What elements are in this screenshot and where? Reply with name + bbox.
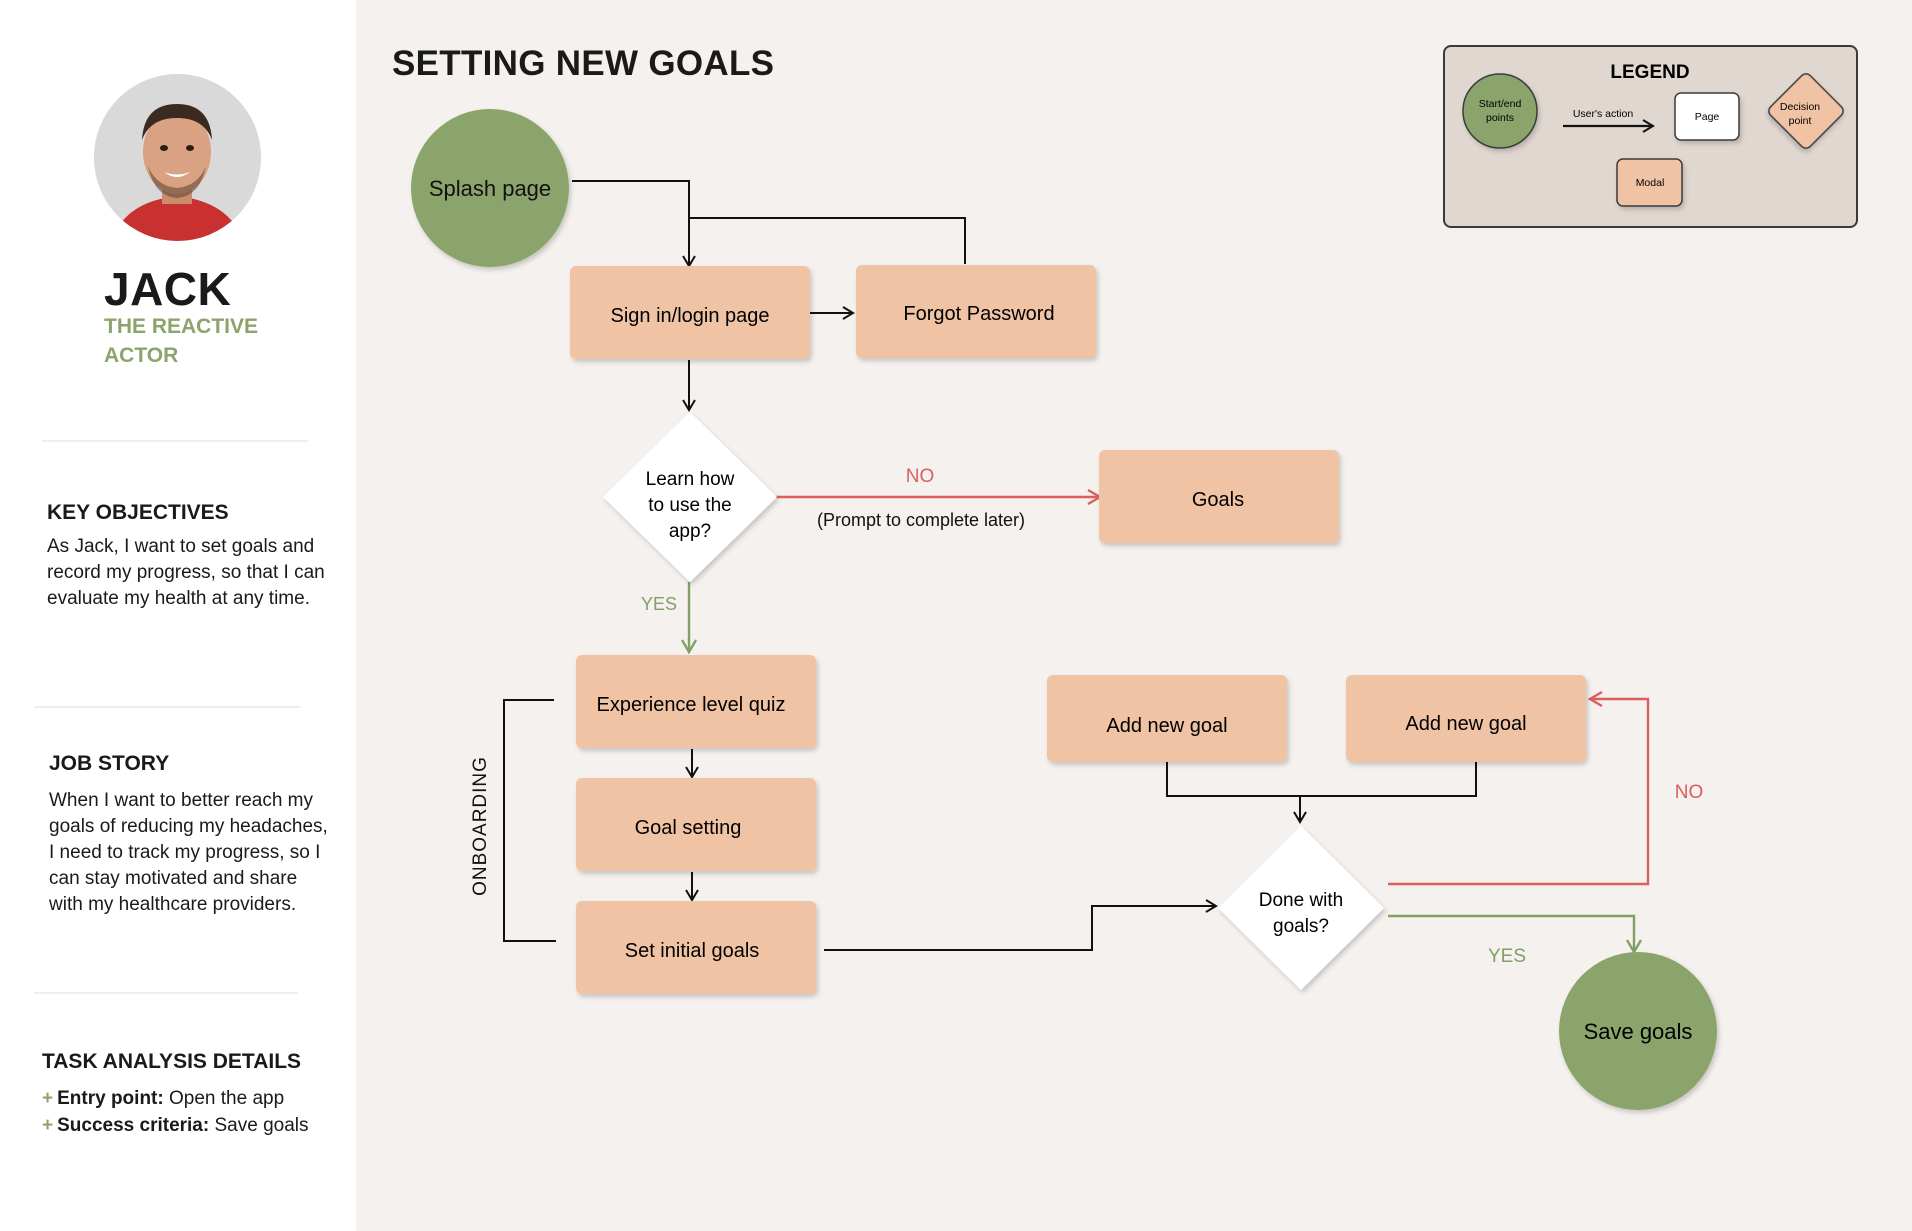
legend-start-end: Start/end points — [1462, 73, 1538, 149]
edge-done-save-yes — [1388, 914, 1634, 952]
legend-label: Start/end — [1479, 98, 1522, 110]
legend-title: LEGEND — [1610, 62, 1689, 83]
node-save-goals: Save goals — [1559, 952, 1717, 1110]
node-signin: Sign in/login page — [570, 266, 810, 359]
edge-splash-signin — [572, 180, 696, 268]
divider — [34, 992, 298, 994]
persona-role: THE REACTIVE ACTOR — [104, 315, 259, 367]
key-objectives-text: As Jack, I want to set goals and record … — [47, 536, 325, 609]
edge-initial-done — [824, 899, 1218, 951]
divider — [42, 440, 308, 442]
job-story-title: JOB STORY — [49, 752, 170, 775]
edge-label-no: NO — [906, 466, 935, 487]
person-icon — [94, 74, 261, 241]
legend-contents: LEGEND Start/end points User's action Pa… — [1462, 62, 1844, 207]
task-item-label: Success criteria: — [57, 1115, 210, 1136]
avatar — [94, 74, 261, 241]
legend-label: User's action — [1573, 108, 1634, 120]
node-splash: Splash page — [411, 109, 569, 267]
task-analysis-title: TASK ANALYSIS DETAILS — [42, 1050, 302, 1073]
node-goals: Goals — [1099, 450, 1339, 543]
node-label: Set initial goals — [625, 940, 760, 962]
task-item-value: Open the app — [169, 1088, 285, 1109]
node-learn-decision: Learn how to use the app? — [603, 412, 777, 582]
plus-icon: + — [42, 1088, 54, 1109]
node-label: to use the — [648, 495, 731, 516]
node-label: Add new goal — [1106, 715, 1227, 737]
node-label: Splash page — [429, 176, 551, 201]
edge-forgot-signin — [689, 217, 966, 264]
divider — [34, 706, 300, 708]
node-done-decision: Done with goals? — [1218, 826, 1384, 990]
legend-label: Modal — [1636, 177, 1665, 189]
connectors — [503, 180, 1477, 951]
onboarding-label: ONBOARDING — [470, 756, 491, 896]
edge-label-yes: YES — [641, 594, 677, 614]
node-label: Experience level quiz — [597, 694, 786, 716]
edge-done-add2-no — [1388, 699, 1650, 886]
node-label: Add new goal — [1405, 713, 1526, 735]
legend-label: points — [1486, 112, 1514, 124]
node-label: Done with — [1259, 890, 1344, 911]
node-label: Goal setting — [635, 817, 742, 839]
legend-decision: Decision point — [1768, 73, 1844, 149]
legend-label: Page — [1695, 111, 1720, 123]
edge-label-no: NO — [1675, 782, 1704, 803]
node-label: Save goals — [1584, 1019, 1693, 1044]
onboarding-bracket — [503, 699, 556, 942]
edge-label-prompt: (Prompt to complete later) — [817, 510, 1025, 530]
legend-page: Page — [1674, 92, 1740, 141]
legend-user-action: User's action — [1563, 108, 1655, 133]
legend-modal: Modal — [1616, 158, 1683, 207]
node-forgot: Forgot Password — [856, 265, 1096, 358]
edge-add1-merge — [1166, 762, 1477, 797]
task-item-success: +Success criteria: Save goals — [42, 1113, 319, 1139]
key-objectives-title: KEY OBJECTIVES — [47, 501, 229, 524]
job-story-text: When I want to better reach my goals of … — [49, 790, 328, 915]
edge-label-yes: YES — [1488, 946, 1526, 967]
task-item-entry: +Entry point: Open the app — [42, 1086, 322, 1112]
node-label: Learn how — [646, 469, 735, 490]
task-item-label: Entry point: — [57, 1088, 164, 1109]
node-label: Forgot Password — [903, 303, 1054, 325]
node-label: Goals — [1192, 489, 1244, 511]
persona-name: JACK — [104, 263, 232, 315]
legend-label: point — [1789, 115, 1812, 127]
node-label: app? — [669, 521, 711, 542]
task-item-value: Save goals — [214, 1115, 309, 1136]
node-goal-setting: Goal setting — [576, 778, 816, 871]
legend-label: Decision — [1780, 101, 1820, 113]
node-label: Sign in/login page — [610, 305, 769, 327]
plus-icon: + — [42, 1115, 54, 1136]
node-label: goals? — [1273, 916, 1329, 937]
persona-sidebar: JACK THE REACTIVE ACTOR KEY OBJECTIVES A… — [0, 0, 356, 1231]
node-add-goal-1: Add new goal — [1047, 675, 1287, 762]
page-title: SETTING NEW GOALS — [392, 44, 775, 83]
node-quiz: Experience level quiz — [576, 655, 816, 748]
node-add-goal-2: Add new goal — [1346, 675, 1586, 762]
node-initial-goals: Set initial goals — [576, 901, 816, 994]
